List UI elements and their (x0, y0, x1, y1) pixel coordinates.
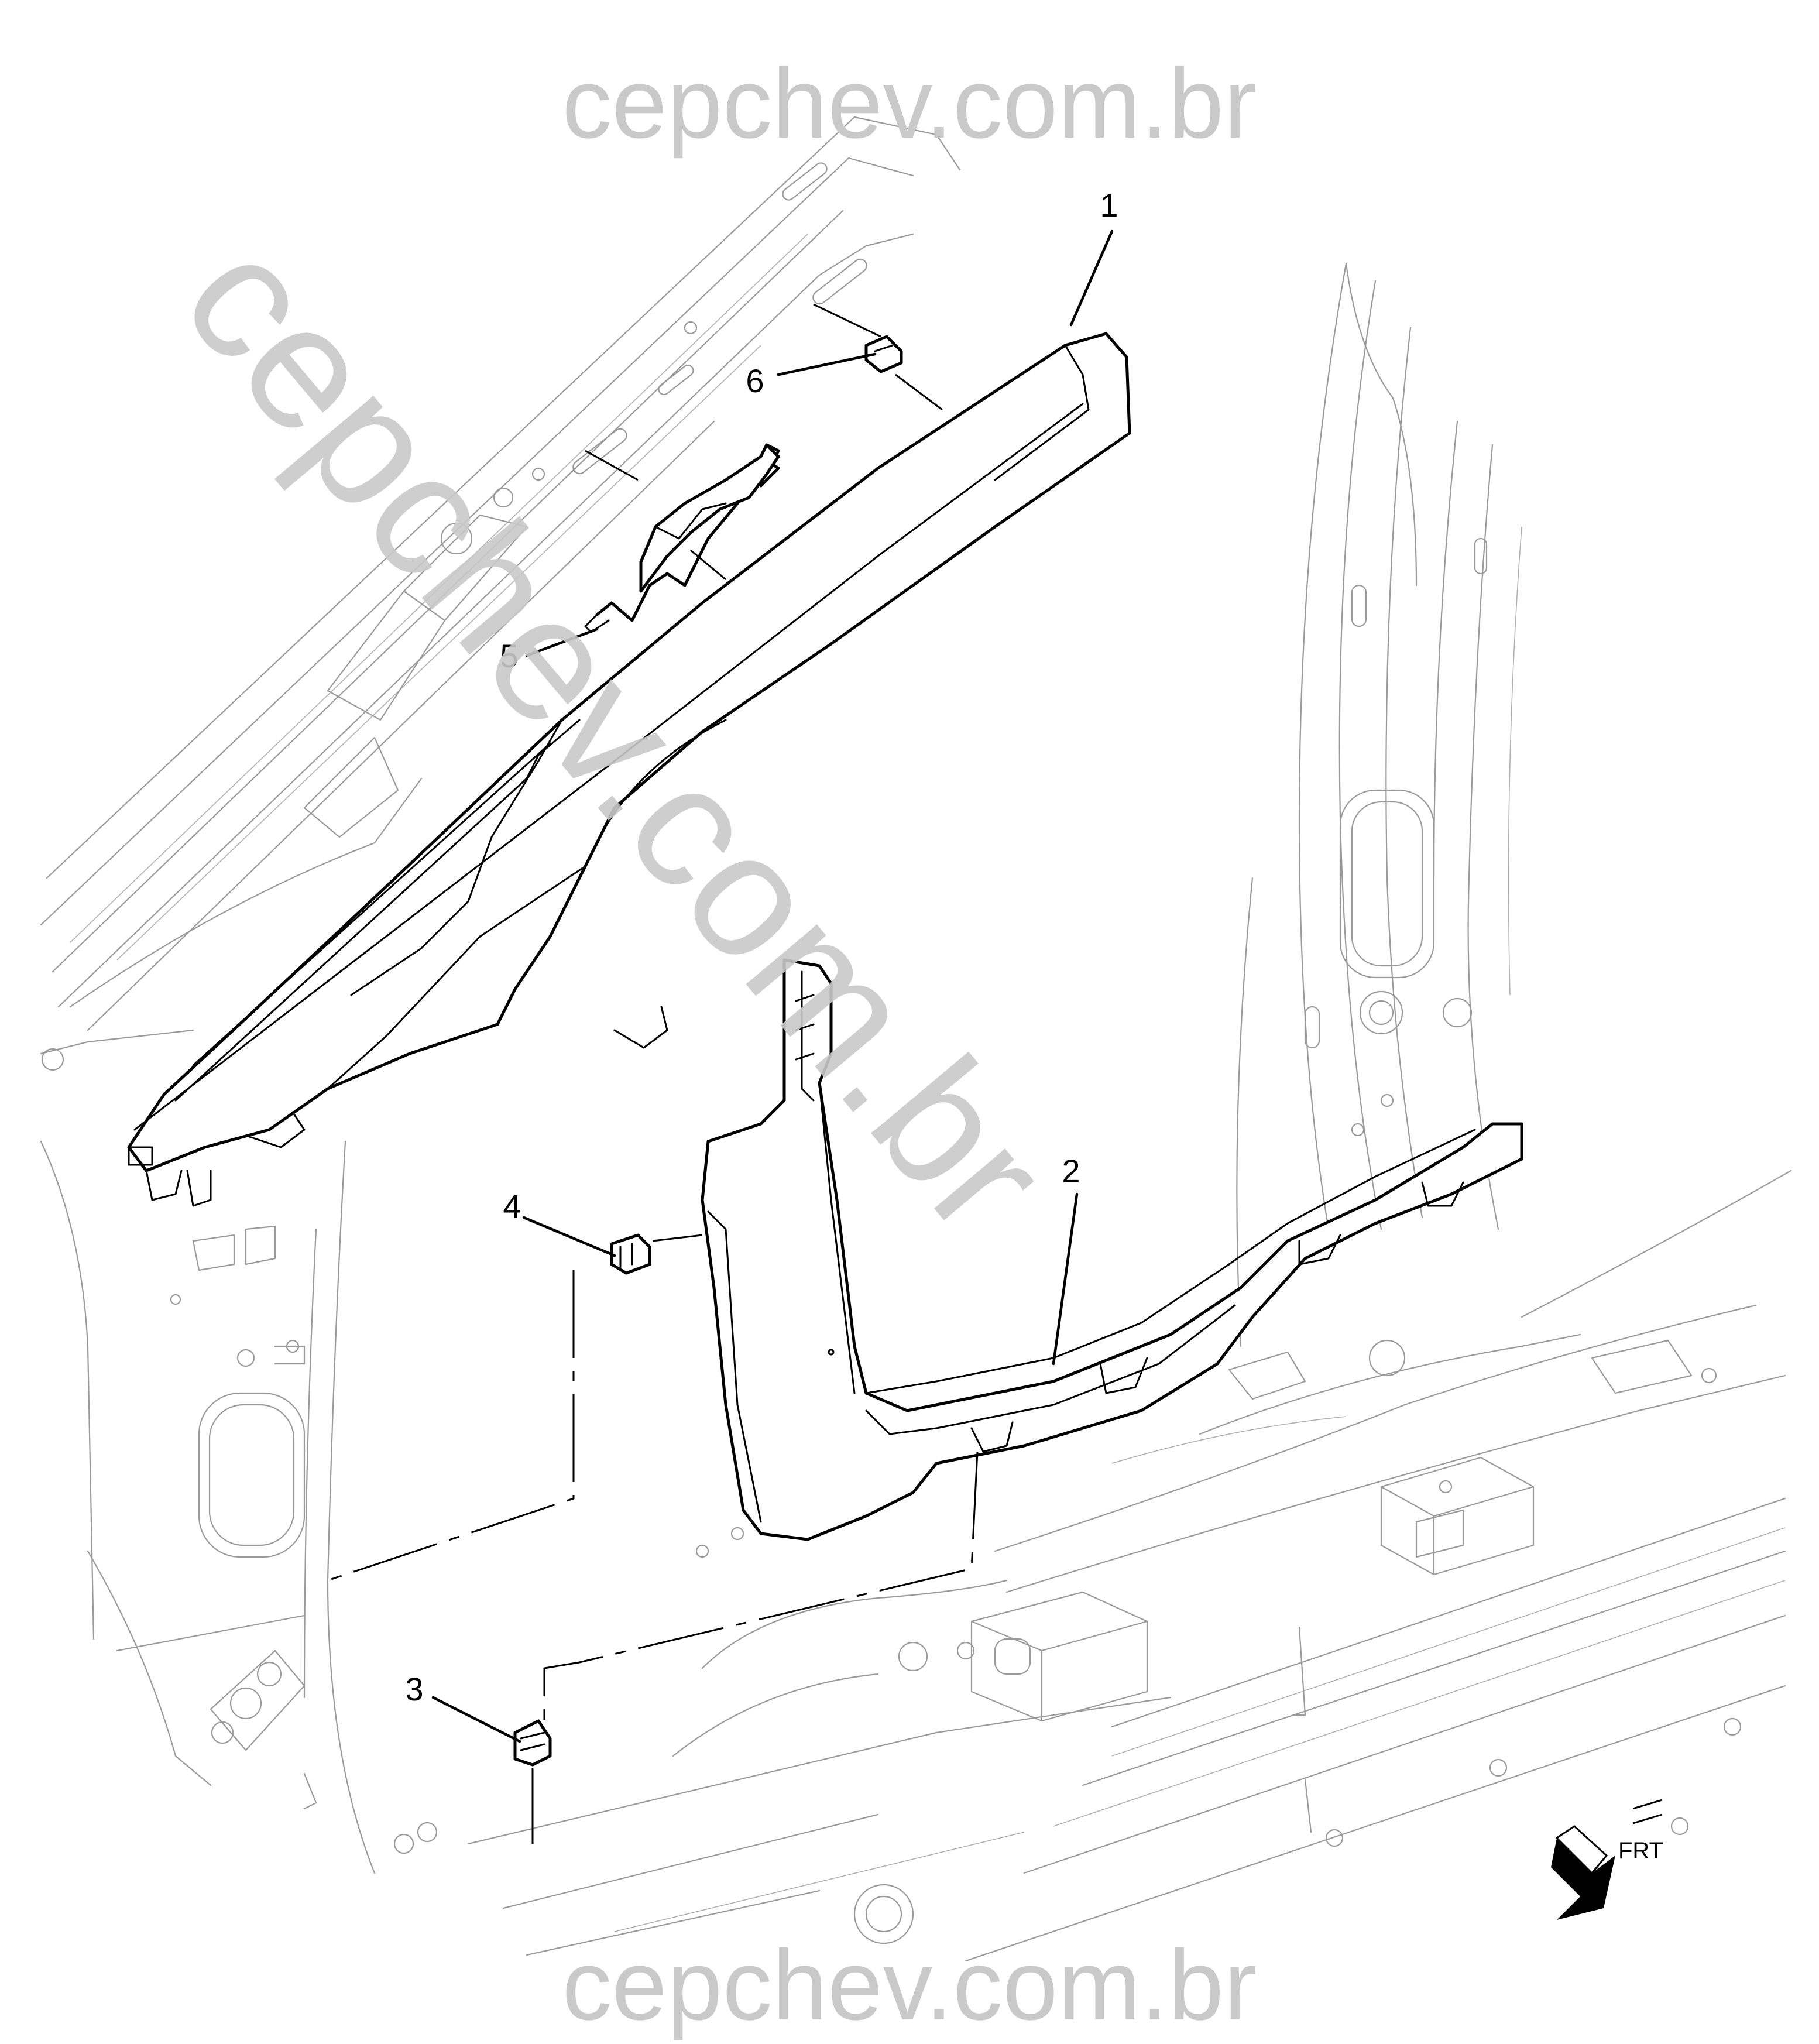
part-3-retainer-clip (513, 1719, 552, 1767)
front-arrow-icon (1551, 1799, 1663, 1920)
part-1-windshield-pillar-trim (127, 332, 1131, 1207)
part-4-retainer-clip (610, 1233, 651, 1275)
callout-5: 5 (500, 637, 518, 674)
callout-3: 3 (405, 1671, 423, 1707)
callout-1: 1 (1100, 187, 1118, 224)
part-5-tether-strap (584, 443, 780, 633)
callout-6: 6 (746, 362, 764, 399)
front-direction-indicator: FRT (1551, 1799, 1663, 1920)
part-2-lower-pillar-and-sill-trim (701, 958, 1523, 1541)
vehicle-body-structure (40, 116, 1792, 1962)
installation-lines (327, 303, 979, 1844)
part-6-retainer-clip (864, 335, 903, 373)
callout-4: 4 (503, 1188, 521, 1225)
frt-label: FRT (1618, 1838, 1663, 1864)
callout-leaders (431, 229, 1114, 1743)
watermark-bottom: cepchev.com.br (562, 1930, 1257, 2041)
callout-2: 2 (1062, 1153, 1080, 1189)
watermark-top: cepchev.com.br (562, 48, 1257, 159)
